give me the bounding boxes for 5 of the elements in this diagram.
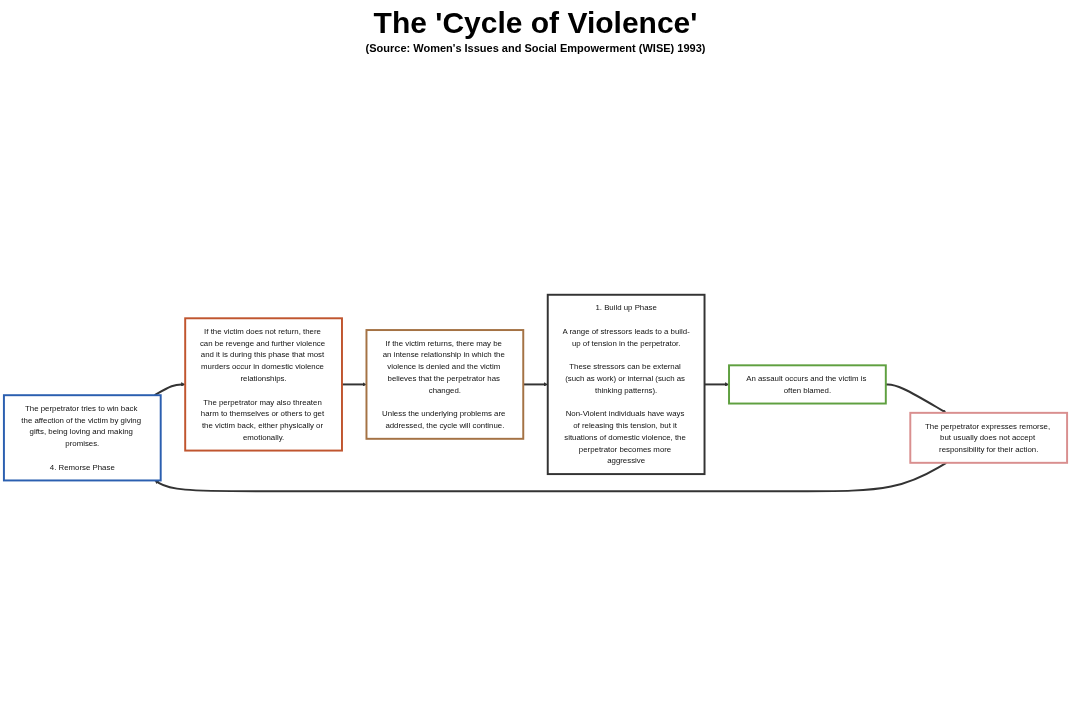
source-caption: (Source: Women's Issues and Social Empowerment (WISE) 1993) — [365, 42, 706, 54]
arrow — [341, 382, 367, 387]
diagram-title: The 'Cycle of Violence' — [373, 6, 698, 40]
arrow — [153, 382, 186, 397]
arrow — [154, 461, 948, 493]
